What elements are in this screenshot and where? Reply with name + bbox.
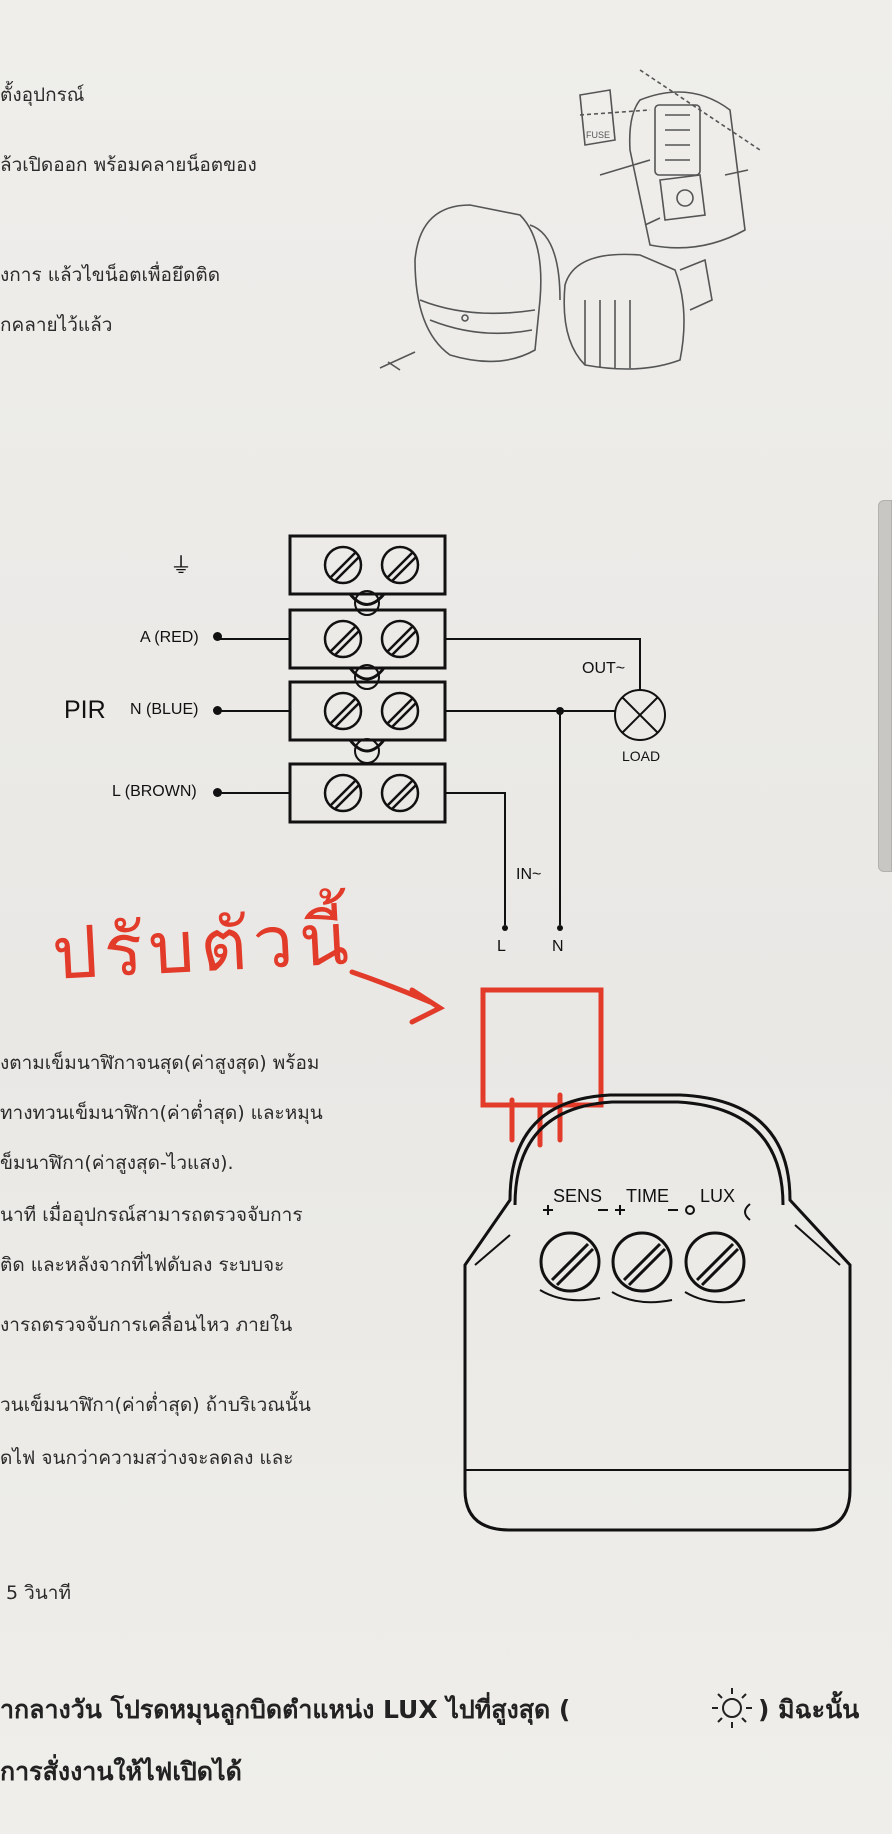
control-panel-diagram — [463, 1093, 852, 1532]
load-label: LOAD — [622, 748, 661, 764]
exploded-device-diagram — [379, 69, 761, 371]
footer-line-1-start: ากลางวัน โปรดหมุนลูกบิดตำแหน่ง LUX ไปที่… — [0, 1695, 571, 1724]
page-edge-tab — [878, 500, 892, 872]
in-label: IN~ — [516, 866, 542, 883]
bottom-text-line-9: 5 วินาที — [6, 1582, 71, 1604]
footer-line-2: การสั่งงานให้ไฟเปิดได้ — [0, 1757, 242, 1786]
l-label: L — [497, 938, 506, 955]
bottom-text-line-8: ดไฟ จนกว่าความสว่างจะลดลง และ — [0, 1447, 294, 1469]
terminal-n-dot — [213, 706, 222, 715]
bottom-text-line-7: วนเข็มนาฬิกา(ค่าต่ำสุด) ถ้าบริเวณนั้น — [0, 1394, 311, 1416]
bottom-text-line-3: ข็มนาฬิกา(ค่าสูงสุด-ไวแสง). — [0, 1152, 234, 1174]
footer-line-1-end: ) มิฉะนั้น — [758, 1695, 860, 1724]
pir-label: PIR — [64, 696, 106, 724]
top-text-line-3: งการ แล้วไขน็อตเพื่อยึดติด — [0, 264, 221, 286]
bottom-text-line-1: งตามเข็มนาฬิกาจนสุด(ค่าสูงสุด) พร้อม — [0, 1052, 320, 1074]
terminal-n-label: N (BLUE) — [130, 701, 199, 718]
bottom-text-line-4: นาที เมื่ออุปกรณ์สามารถตรวจจับการ — [0, 1204, 303, 1226]
terminal-l-label: L (BROWN) — [112, 783, 197, 800]
top-text-line-4: ูกคลายไว้แล้ว — [0, 314, 113, 336]
wiring-diagram — [220, 534, 666, 931]
sens-label: SENS — [553, 1186, 603, 1206]
terminal-l-dot — [213, 788, 222, 797]
time-label: TIME — [626, 1186, 669, 1206]
n-label: N — [552, 938, 564, 955]
ground-symbol: ⏚ — [170, 553, 193, 578]
terminal-a-label: A (RED) — [140, 629, 199, 646]
terminal-a-dot — [213, 632, 222, 641]
annotation-marks — [349, 969, 604, 1148]
bottom-text-line-6: งารถตรวจจับการเคลื่อนไหว ภายใน — [0, 1314, 293, 1336]
fuse-label: FUSE — [586, 130, 611, 140]
out-label: OUT~ — [582, 660, 626, 677]
top-text-line-2: ล้วเปิดออก พร้อมคลายน็อตของ — [0, 154, 257, 176]
lux-label: LUX — [700, 1186, 736, 1206]
bottom-text-line-5: ติด และหลังจากที่ไฟดับลง ระบบจะ — [0, 1254, 285, 1276]
top-text-line-1: ตั้งอุปกรณ์ — [0, 84, 85, 106]
bottom-text-line-2: ทางทวนเข็มนาฬิกา(ค่าต่ำสุด) และหมุน — [0, 1102, 323, 1124]
